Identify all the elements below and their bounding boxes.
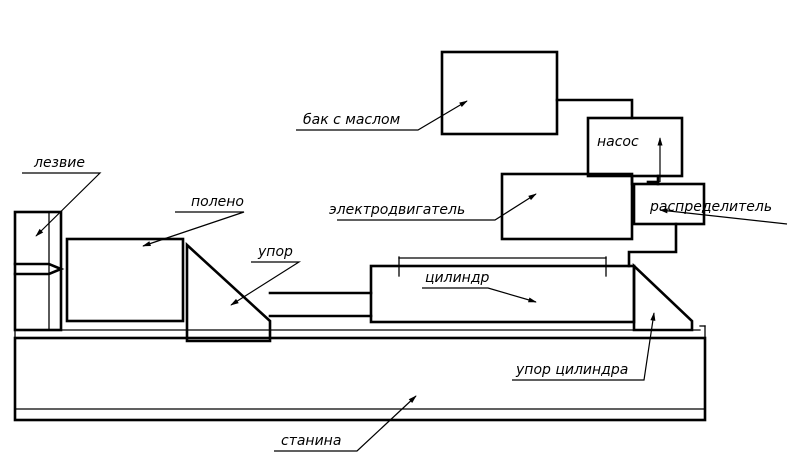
label-oil-tank-leader [296,100,468,131]
label-cylinder-stop: упор цилиндра [515,362,628,378]
cylinder-stop-block [632,262,694,332]
oil-tank-box [440,50,559,136]
label-motor: электродвигатель [329,202,465,218]
label-blade-leader [22,172,102,237]
frame [13,325,707,422]
label-cylinder: цилиндр [425,270,490,286]
stop-block [185,242,272,343]
label-motor-leader [337,193,537,221]
pump-box [586,116,684,178]
piston-rod [268,291,373,318]
label-pump: насос [597,134,639,150]
label-distributor-leader [659,208,788,225]
motor-box [500,172,634,241]
distributor-box [632,182,706,226]
label-log: полено [191,194,244,210]
label-distributor: распределитель [649,199,772,215]
label-stop-leader [230,261,302,306]
cylinder-body [369,256,636,324]
label-oil-tank: бак с маслом [303,112,401,128]
log-block [65,237,185,323]
hydraulic-lines [555,98,678,268]
label-cylinder-stop-leader [512,312,656,381]
label-frame-leader [274,395,417,452]
label-frame: станина [281,433,341,449]
label-cylinder-leader [422,287,537,303]
label-blade: лезвие [33,155,85,171]
label-stop: упор [257,244,293,260]
label-log-leader [142,211,245,247]
blade-column [13,210,65,332]
